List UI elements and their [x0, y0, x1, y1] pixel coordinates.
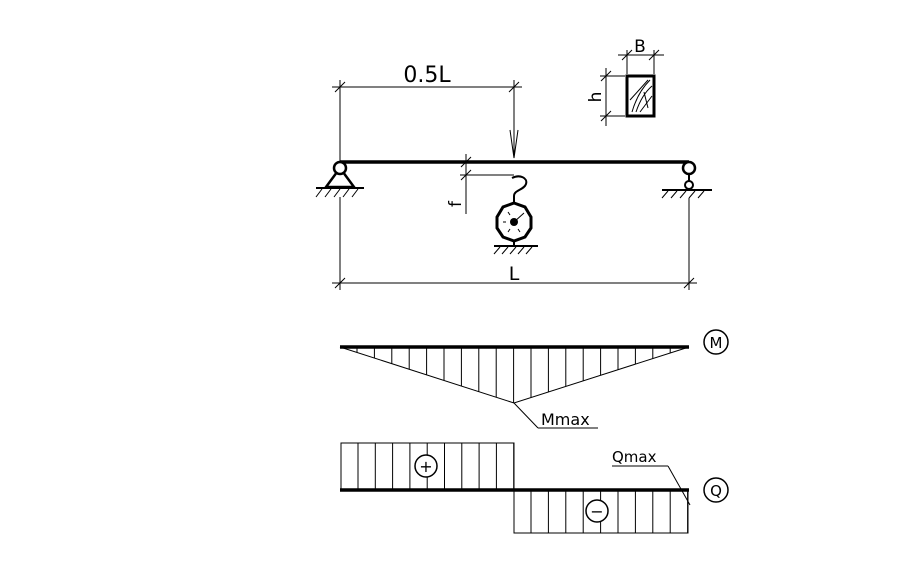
width-label: B	[634, 37, 646, 57]
deflection-dimension: f	[446, 154, 514, 214]
arrow-down-icon	[509, 100, 519, 159]
positive-sign: +	[419, 457, 432, 476]
pin-support-icon	[315, 160, 364, 198]
half-span-label: 0.5L	[403, 63, 451, 88]
half-span-dimension: 0.5L	[332, 63, 522, 162]
roller-support-icon	[661, 160, 712, 199]
shear-max-label: Qmax	[612, 448, 657, 466]
moment-hatching	[356, 348, 671, 403]
shear-diagram: + − Qmax Q	[340, 442, 729, 534]
moment-diagram-label: M	[710, 334, 723, 352]
deflection-label: f	[446, 200, 466, 207]
dial-gauge-icon	[493, 175, 538, 255]
span-label: L	[509, 263, 520, 285]
shear-diagram-label: Q	[710, 482, 722, 500]
cross-section: B h	[586, 37, 664, 126]
span-dimension: L	[332, 197, 697, 290]
moment-max-label: Mmax	[541, 410, 590, 429]
height-label: h	[586, 92, 606, 103]
moment-diagram: Mmax M	[339, 329, 729, 429]
negative-sign: −	[590, 502, 603, 521]
